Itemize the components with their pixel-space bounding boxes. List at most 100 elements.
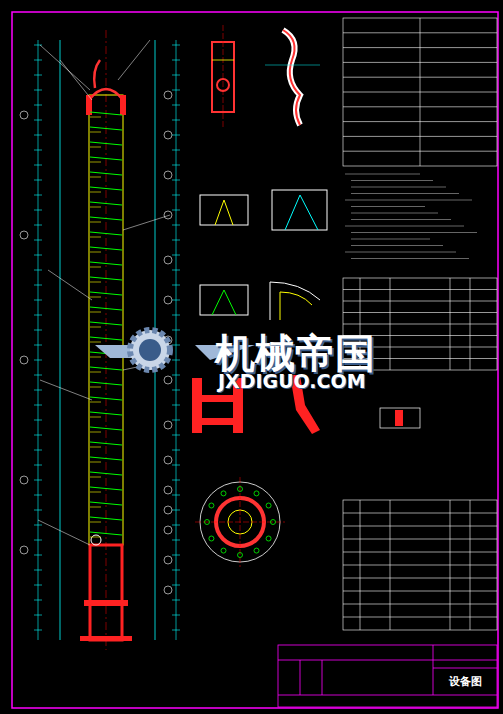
downcomer-line: [90, 132, 101, 133]
tray-line: [90, 472, 122, 475]
tray-line: [90, 232, 122, 235]
note-line: [351, 187, 446, 188]
downcomer-line: [90, 507, 101, 508]
dimension-tick: [34, 75, 42, 76]
tray-line: [90, 307, 122, 310]
note-line: [345, 252, 456, 253]
callout-circle: [20, 356, 28, 364]
table-column-line: [390, 500, 391, 630]
bolt-hole: [221, 491, 226, 496]
table-column-line: [470, 278, 471, 370]
note-line: [345, 174, 420, 175]
callout-circle: [20, 546, 28, 554]
note-line: [351, 193, 459, 194]
watermark-url: JXDIGUO.COM: [218, 370, 366, 392]
dimension-tick: [172, 45, 180, 46]
dimension-tick: [172, 180, 180, 181]
downcomer-line: [90, 537, 101, 538]
table-row-line: [343, 301, 497, 302]
dimension-tick: [34, 570, 42, 571]
tray-line: [90, 157, 122, 160]
dimension-tick: [172, 135, 180, 136]
dimension-tick: [34, 525, 42, 526]
bolt-hole: [254, 491, 259, 496]
dimension-tick: [172, 375, 180, 376]
dimension-tick: [34, 555, 42, 556]
table-row-line: [343, 106, 497, 107]
note-line: [351, 258, 469, 259]
dimension-tick: [34, 375, 42, 376]
flange-plan: [195, 477, 285, 567]
downcomer-line: [90, 147, 101, 148]
callout-circle: [164, 556, 172, 564]
dimension-tick: [34, 630, 42, 631]
dimension-tick: [34, 210, 42, 211]
callout-circle: [164, 211, 172, 219]
tray-line: [90, 247, 122, 250]
callout-circle: [164, 296, 172, 304]
title-block: [278, 645, 497, 707]
dimension-tick: [172, 390, 180, 391]
downcomer-line: [90, 207, 101, 208]
bolt-hole: [266, 536, 271, 541]
dimension-tick: [34, 315, 42, 316]
downcomer-line: [90, 522, 101, 523]
dimension-tick: [172, 360, 180, 361]
downcomer-line: [90, 462, 101, 463]
nozzle-detail: [212, 25, 320, 128]
dimension-tick: [172, 465, 180, 466]
note-line: [351, 232, 477, 233]
note-line: [351, 219, 451, 220]
table-row-line: [343, 136, 497, 137]
bolt-hole: [221, 548, 226, 553]
downcomer-line: [90, 267, 101, 268]
title-cell: 设备图: [433, 668, 497, 695]
table-row-line: [343, 513, 497, 514]
table-row-line: [343, 604, 497, 605]
dimension-tick: [172, 510, 180, 511]
dimension-tick: [34, 435, 42, 436]
dimension-tick: [34, 150, 42, 151]
dimension-tick: [172, 255, 180, 256]
note-line: [351, 180, 433, 181]
table-column-line: [360, 500, 361, 630]
downcomer-line: [90, 327, 101, 328]
dimension-tick: [172, 240, 180, 241]
tray-line: [90, 127, 122, 130]
tray-line: [90, 427, 122, 430]
tray-line: [90, 187, 122, 190]
dimension-tick: [34, 135, 42, 136]
table-row-line: [343, 289, 497, 290]
downcomer-line: [90, 402, 101, 403]
table-row-line: [343, 552, 497, 553]
tray-line: [90, 202, 122, 205]
dimension-tick: [172, 270, 180, 271]
dimension-tick: [34, 90, 42, 91]
downcomer-line: [90, 447, 101, 448]
dimension-tick: [172, 450, 180, 451]
table-row-line: [343, 62, 497, 63]
dimension-tick: [172, 495, 180, 496]
dimension-tick: [34, 60, 42, 61]
table-row-line: [343, 617, 497, 618]
dimension-tick: [34, 585, 42, 586]
callout-circle: [164, 91, 172, 99]
dimension-tick: [172, 195, 180, 196]
bolt-hole: [254, 548, 259, 553]
table-row-line: [343, 539, 497, 540]
bolt-hole: [266, 503, 271, 508]
downcomer-line: [90, 297, 101, 298]
table-row-line: [343, 32, 497, 33]
table-row-line: [343, 92, 497, 93]
tray-line: [90, 487, 122, 490]
table-row-line: [343, 578, 497, 579]
downcomer-line: [90, 117, 101, 118]
dimension-tick: [172, 75, 180, 76]
note-line: [345, 200, 472, 201]
downcomer-line: [90, 417, 101, 418]
tray-line: [90, 382, 122, 385]
dimension-tick: [172, 435, 180, 436]
dimension-tick: [172, 90, 180, 91]
note-line: [351, 206, 425, 207]
